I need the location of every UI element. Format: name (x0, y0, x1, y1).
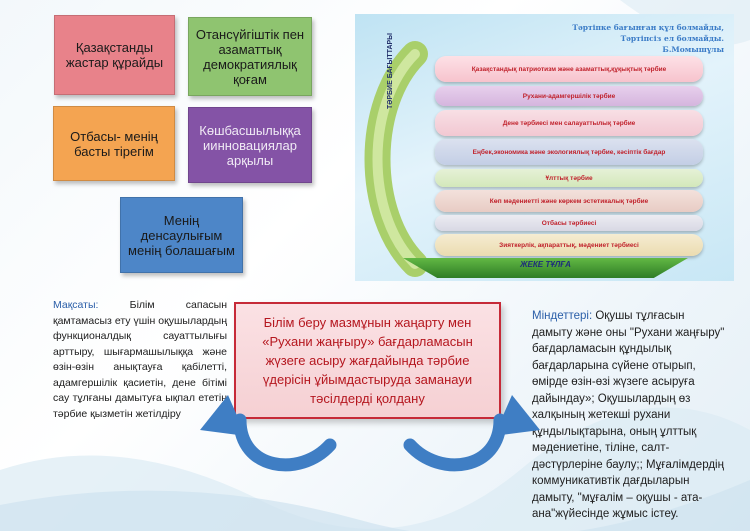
direction-pill: Еңбек,экономика және экологиялық тәрбие,… (435, 139, 703, 165)
vertical-label: ТӘРБИЕ БАҒЫТТАРЫ (387, 32, 394, 109)
tile-health: Менің денсаулығым менің болашағым (120, 197, 243, 273)
tile-leadership-text: Көшбасшылыққа иинновациялар арқылы (199, 122, 301, 168)
tasks-text: Оқушы тұлғасын дамыту және оны "Рухани ж… (532, 310, 725, 520)
tasks-paragraph: Міндеттері: Оқушы тұлғасын дамыту және о… (532, 308, 727, 523)
central-topic-text: Білім беру мазмұнын жаңарту мен «Рухани … (262, 315, 473, 406)
direction-pill: Ұлттық тәрбие (435, 169, 703, 187)
direction-pill: Дене тәрбиесі мен салауаттылық тәрбие (435, 110, 703, 136)
goal-paragraph: Мақсаты: Білім сапасын қамтамасыз ету үш… (53, 298, 227, 422)
direction-pill: Қазақстандық патриотизм және азаматтық,қ… (435, 56, 703, 82)
quote-author: Б.Момышұлы (662, 45, 724, 54)
tile-youth-text: Қазақстанды жастар құрайды (65, 40, 164, 70)
quote-line-1: Тәртіпке бағынған құл болмайды, (572, 23, 724, 32)
goal-label: Мақсаты: (53, 299, 99, 311)
tile-family-text: Отбасы- менің басты тірегім (70, 128, 158, 159)
direction-pill: Рухани-адамгершілік тәрбие (435, 86, 703, 106)
personality-label: ЖЕКЕ ТҰЛҒА (520, 260, 571, 269)
diagram-quote: Тәртіпке бағынған құл болмайды, Тәртіпсі… (572, 22, 724, 55)
tile-patriotism-text: Отансүйгіштік пен азаматтық демократиялы… (195, 26, 305, 87)
direction-pill: Зияткерлік, ақпараттық, мәдениет тәрбиес… (435, 234, 703, 256)
tile-health-text: Менің денсаулығым менің болашағым (128, 212, 235, 258)
goal-text: Білім сапасын қамтамасыз ету үшін оқушыл… (53, 299, 228, 420)
quote-line-2: Тәртіпсіз ел болмайды. (620, 34, 724, 43)
tile-patriotism: Отансүйгіштік пен азаматтық демократиялы… (188, 17, 312, 96)
tile-youth: Қазақстанды жастар құрайды (54, 15, 175, 95)
diagram-ornament (364, 41, 428, 277)
central-topic-box: Білім беру мазмұнын жаңарту мен «Рухани … (234, 302, 501, 419)
personality-base (403, 258, 688, 278)
tile-leadership: Көшбасшылыққа иинновациялар арқылы (188, 107, 312, 183)
education-directions-diagram: Тәртіпке бағынған құл болмайды, Тәртіпсі… (355, 14, 734, 281)
direction-pill: Отбасы тәрбиесі (435, 215, 703, 231)
tile-family: Отбасы- менің басты тірегім (53, 106, 175, 181)
tasks-label: Міндеттері: (532, 310, 593, 322)
direction-pill: Көп мәдениетті және көркем эстетикалық т… (435, 190, 703, 212)
